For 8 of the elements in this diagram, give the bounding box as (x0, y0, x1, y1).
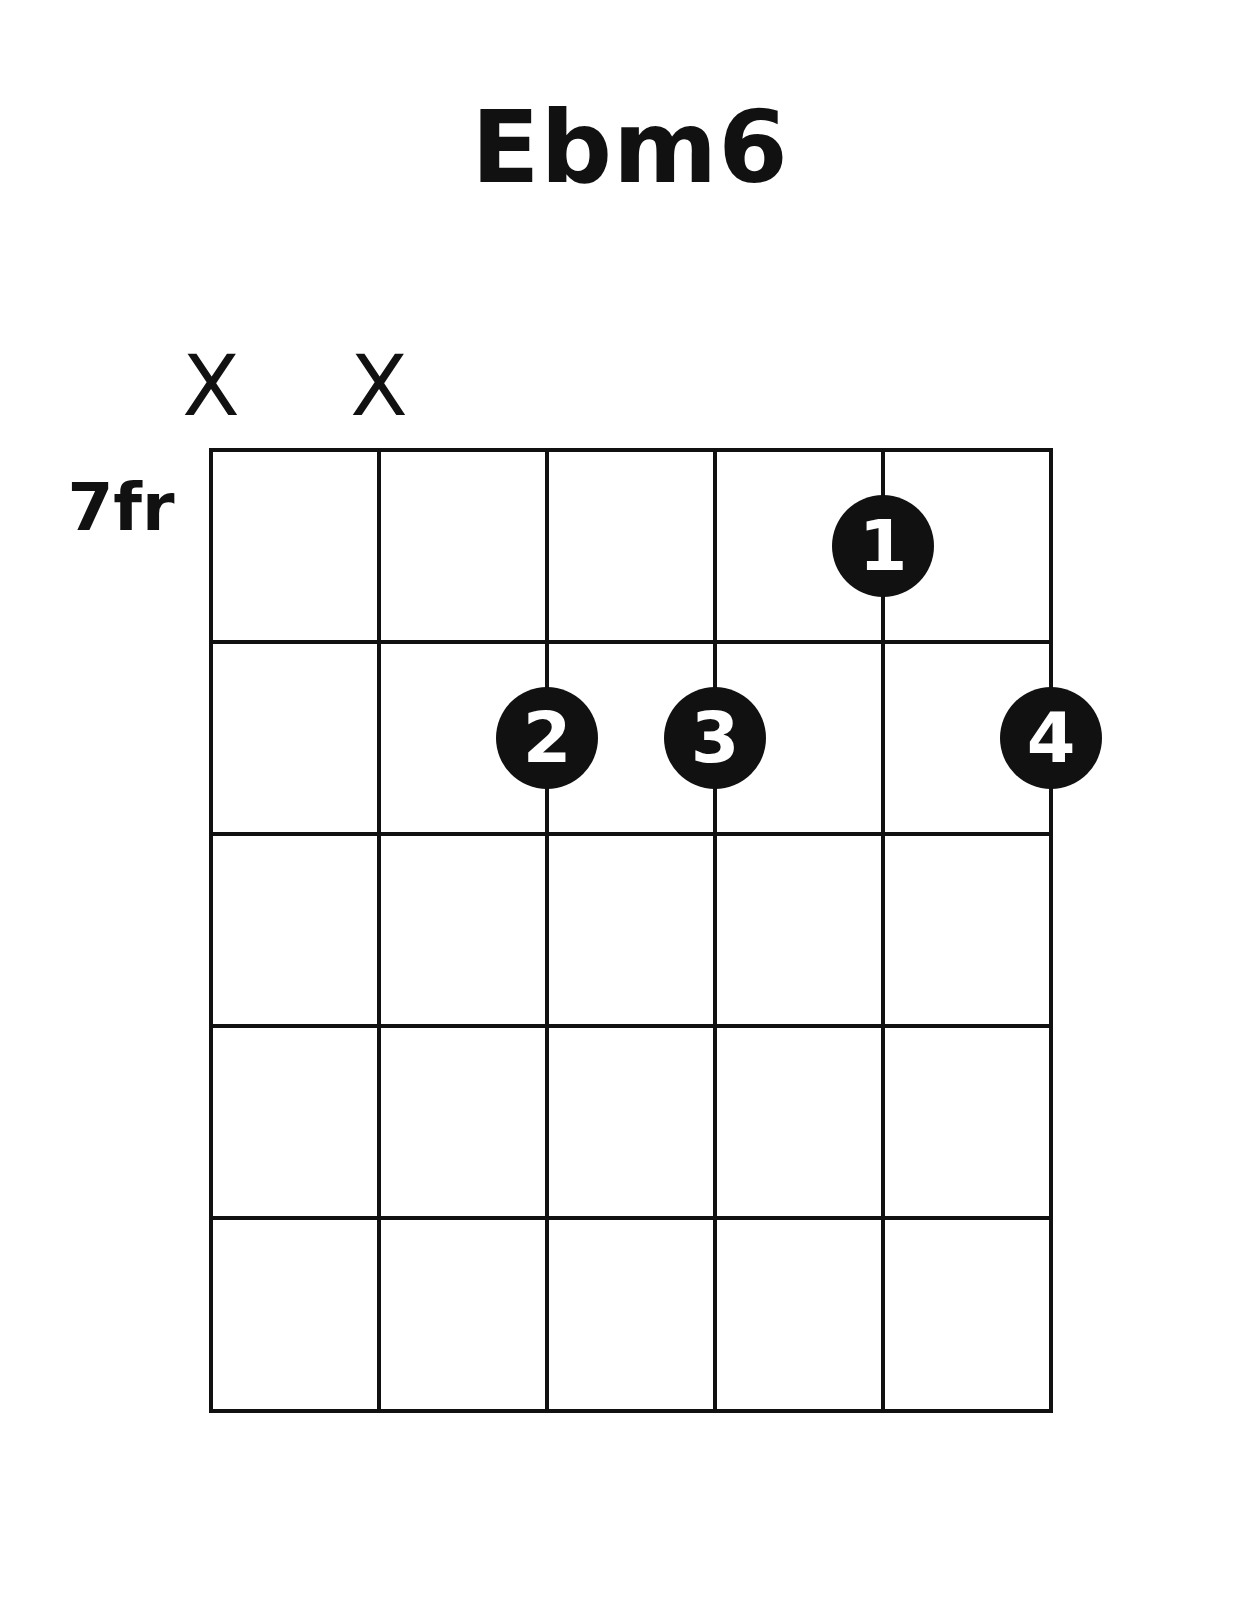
finger-dot: 4 (1000, 687, 1102, 789)
muted-string-mark: X (350, 344, 408, 428)
fret-position-label: 7fr (67, 475, 175, 541)
finger-dot: 2 (496, 687, 598, 789)
finger-dot: 3 (664, 687, 766, 789)
finger-dot: 1 (832, 495, 934, 597)
muted-string-mark: X (182, 344, 240, 428)
chord-title: Ebm6 (471, 98, 789, 198)
